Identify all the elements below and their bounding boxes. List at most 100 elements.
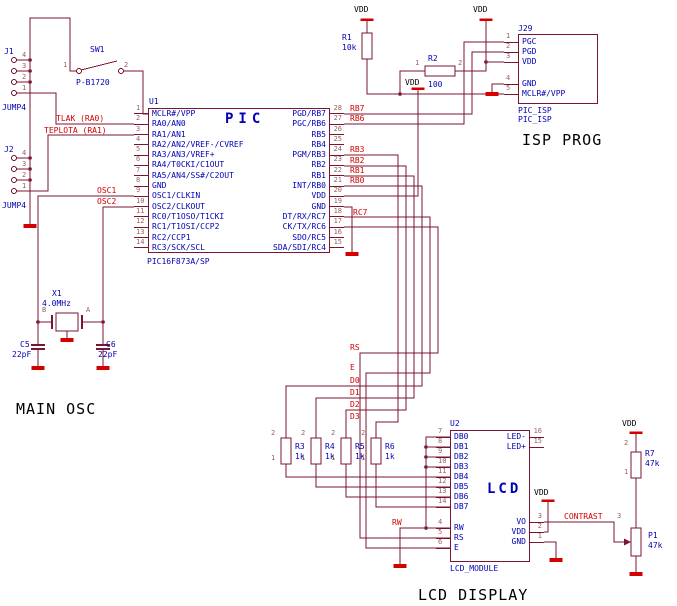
sw1-pin2-number: 2 (124, 61, 129, 69)
pin-row: 4 RA2/AN2/VREF-/CVREF (134, 135, 329, 150)
pin-row: 3 (14, 159, 44, 175)
pin-number: 9 (136, 186, 141, 195)
r2-pin2-number: 2 (458, 59, 463, 67)
pin-number: 13 (136, 227, 145, 236)
pin-number: 2 (22, 72, 27, 81)
pin-number: 3 (506, 52, 511, 60)
pin-row: 25 RB4 (149, 135, 344, 150)
x1-value-label: 4.0MHz (42, 299, 71, 308)
isp-prog-caption: ISP PROG (522, 131, 603, 149)
pin-number: 2 (136, 114, 141, 123)
r6-ref-label: R6 (385, 442, 395, 451)
net-label-teplota: TEPLOTA (RA1) (44, 126, 107, 135)
r7-pin-bottom-number: 1 (624, 468, 629, 476)
pin-name: SDA/SDI/RC4 (273, 242, 326, 252)
pin-number: 3 (22, 159, 27, 168)
r2-value-label: 100 (428, 80, 443, 89)
pin-row: 24 PGM/RB3 (149, 146, 344, 160)
pin-name: VDD (311, 191, 326, 201)
r2-pin1-number: 1 (415, 59, 420, 67)
junction-dots (28, 58, 488, 530)
x1-pin-b-label: B (42, 306, 47, 314)
j29-pins: 1 PGC 2 PGD 3 VDD 4 GND 5 MCLR#/VPP (504, 33, 597, 99)
r5-pin-top-number: 2 (331, 429, 336, 437)
pin-row: 5 MCLR#/VPP (504, 85, 597, 99)
pin-number: 3 (136, 124, 141, 133)
pin-number: 4 (136, 134, 141, 143)
pin-number: 15 (533, 437, 542, 445)
pin-row: 9 DB2 (436, 448, 529, 462)
pin-row: 8 DB1 (436, 438, 529, 452)
pin-number: 8 (438, 437, 443, 445)
pin-row: 11 RC0/T1OSO/T1CKI (134, 207, 329, 222)
pin-row: 16 SDO/RC5 (149, 228, 344, 242)
sw1-pin1-number: 1 (63, 61, 68, 69)
pin-number: 3 (22, 61, 27, 70)
pin-number: 7 (136, 165, 141, 174)
pin-number: 26 (333, 124, 342, 133)
pin-number: 28 (333, 103, 342, 112)
u2-control-pins: 4 RW 5 RS 6 E (436, 519, 529, 553)
pin-row: 15 SDA/SDI/RC4 (149, 238, 344, 253)
ground-symbols (23, 92, 643, 576)
pin-number: 1 (537, 532, 542, 540)
pin-number: 23 (333, 155, 342, 164)
pin-number: 11 (136, 206, 145, 215)
u2-lcd-module: 7 DB0 8 DB1 9 DB2 10 DB3 11 DB4 12 DB5 1… (436, 428, 544, 562)
vdd-symbols (360, 18, 643, 502)
pin-name: INT/RB0 (292, 181, 326, 191)
pin-number: 22 (333, 165, 342, 174)
pin-row: 3 VDD (504, 53, 597, 67)
pin-number: 12 (136, 217, 145, 226)
sw1-ref-label: SW1 (90, 45, 105, 54)
pin-name: GND (511, 537, 526, 546)
pin-number: 7 (438, 427, 443, 435)
u1-right-pins: 28 PGD/RB7 27 PGC/RB6 26 RB5 25 RB4 24 P… (149, 104, 344, 253)
c5-ref-label: C5 (20, 340, 30, 349)
pin-number: 16 (333, 227, 342, 236)
net-label-tlak: TLAK (RA0) (56, 114, 105, 123)
net-label-rb7: RB7 (350, 104, 365, 113)
pin-row: 1 (14, 182, 44, 197)
pin-row: 5 RS (436, 529, 529, 543)
pin-number: 21 (333, 176, 342, 185)
pin-name: RC2/CCP1 (152, 232, 191, 242)
c6-value-label: 22pF (98, 350, 118, 359)
net-label-osc2: OSC2 (97, 197, 117, 206)
pin-name: DB7 (454, 502, 469, 511)
pin-name: RS (454, 533, 464, 542)
pin-name: DB0 (454, 432, 469, 441)
r4-pin-bottom-number: 1 (301, 454, 306, 462)
r4-value-label: 1k (325, 452, 335, 461)
j29-value2-label: PIC_ISP (518, 115, 552, 124)
r4-pin-top-number: 2 (301, 429, 306, 437)
pin-name: DB3 (454, 462, 469, 471)
pin-row: 12 DB5 (436, 478, 529, 492)
pin-number: 1 (506, 32, 511, 40)
pin-row: 13 RC2/CCP1 (134, 228, 329, 242)
j1-value-label: JUMP4 (2, 103, 27, 112)
pin-row: 4 (14, 51, 44, 66)
r3-pin-bottom-number: 1 (271, 454, 276, 462)
net-label-osc1: OSC1 (97, 186, 117, 195)
pin-row: 6 E (436, 539, 529, 553)
pin-row: 19 GND (149, 197, 344, 211)
pin-name: RA5/AN4/SS#/C2OUT (152, 170, 234, 180)
net-label-rc7: RC7 (353, 208, 368, 217)
pin-name: VO (516, 517, 526, 526)
pin-name: GND (152, 181, 167, 191)
pin-row: 8 GND (134, 177, 329, 191)
r7-ref-label: R7 (645, 449, 655, 458)
u1-part-label: PIC16F873A/SP (147, 257, 210, 266)
net-label-contrast: CONTRAST (564, 512, 603, 521)
pin-row: 2 VDD (451, 523, 544, 537)
pin-name: RA3/AN3/VREF+ (152, 150, 215, 160)
net-label-rb1: RB1 (350, 166, 365, 175)
pin-row: 9 OSC1/CLKIN (134, 187, 329, 201)
pin-row: 2 (14, 72, 44, 88)
r1-ref-label: R1 (342, 33, 352, 42)
pin-row: 26 RB5 (149, 125, 344, 139)
net-label-d0: D0 (350, 376, 360, 385)
